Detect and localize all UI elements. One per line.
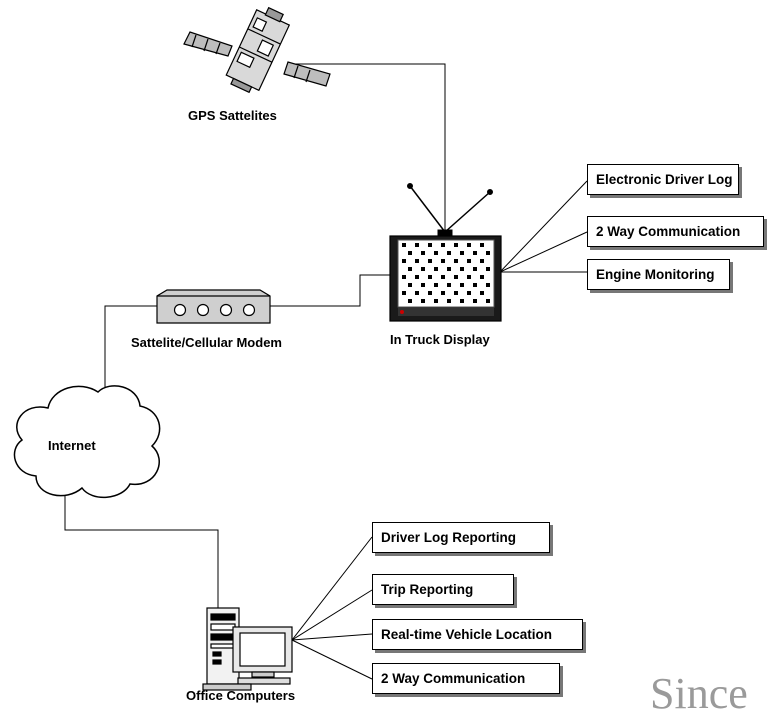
tv-screen-dot	[467, 243, 471, 247]
tv-screen-dot	[480, 291, 484, 295]
tv-screen-dot	[486, 283, 490, 287]
tv-screen-dot	[415, 243, 419, 247]
tv-screen-dot	[454, 259, 458, 263]
cloud-icon	[13, 385, 161, 499]
display-to-modem-line	[270, 274, 390, 307]
feature-box-trip-reporting: Trip Reporting	[372, 574, 514, 605]
office-to-communication-line	[291, 639, 373, 680]
office-computer-icon	[202, 607, 293, 691]
tv-screen-dot	[415, 275, 419, 279]
feature-box-two-way-communication: 2 Way Communication	[587, 216, 764, 247]
office-to-trip-report-line	[291, 589, 373, 641]
connector-lines	[64, 63, 588, 680]
modem-to-internet-line	[104, 305, 157, 388]
tv-screen-dot	[447, 267, 451, 271]
tv-screen-dot	[460, 283, 464, 287]
satellite-icon	[183, 6, 331, 94]
gps-satellites-label: GPS Sattelites	[188, 108, 277, 123]
tv-screen-dot	[480, 275, 484, 279]
tv-screen-dot	[428, 243, 432, 247]
in-truck-display-label: In Truck Display	[390, 332, 490, 347]
display-to-driver-log-line	[499, 180, 588, 273]
tv-screen-dot	[402, 275, 406, 279]
tv-screen-dot	[447, 283, 451, 287]
tv-screen-dot	[402, 259, 406, 263]
feature-box-real-time-vehicle-location: Real-time Vehicle Location	[372, 619, 583, 650]
tv-screen-dot	[473, 267, 477, 271]
internet-to-office-line	[64, 494, 219, 608]
tv-screen-dot	[421, 299, 425, 303]
tv-screen-dot	[434, 251, 438, 255]
tv-screen-dot	[460, 267, 464, 271]
tv-screen-dot	[428, 259, 432, 263]
feature-box-engine-monitoring: Engine Monitoring	[587, 259, 730, 290]
tv-screen-dot	[454, 243, 458, 247]
tv-screen-dot	[473, 251, 477, 255]
internet-label: Internet	[48, 438, 96, 453]
tv-screen-dot	[441, 291, 445, 295]
tv-screen-dot	[480, 243, 484, 247]
tv-screen-dot	[467, 259, 471, 263]
tv-screen-dot	[486, 267, 490, 271]
tv-screen-dot	[428, 291, 432, 295]
tv-screen-dot	[460, 251, 464, 255]
tv-screen-dot	[447, 299, 451, 303]
modem-icon	[156, 289, 271, 324]
tv-screen-dot	[415, 259, 419, 263]
tv-screen-dot	[473, 299, 477, 303]
tv-screen-dot	[454, 291, 458, 295]
tv-screen-dot	[460, 299, 464, 303]
tv-screen-dot	[408, 299, 412, 303]
tv-screen-dot	[402, 243, 406, 247]
tv-screen-dot	[434, 299, 438, 303]
feature-box-driver-log-reporting: Driver Log Reporting	[372, 522, 550, 553]
tv-screen-dot	[421, 251, 425, 255]
tv-screen-dot	[408, 251, 412, 255]
tv-screen-dot	[447, 251, 451, 255]
tv-screen-dot	[434, 267, 438, 271]
tv-screen-dot	[467, 275, 471, 279]
tv-screen-dot	[421, 267, 425, 271]
tv-screen-dot	[480, 259, 484, 263]
tv-screen-dot	[441, 243, 445, 247]
tv-screen-dot	[408, 283, 412, 287]
office-to-vehicle-location-line	[291, 633, 373, 641]
feature-box-office-two-way-communication: 2 Way Communication	[372, 663, 560, 694]
display-to-communication-line	[499, 231, 588, 273]
tv-screen-dot	[454, 275, 458, 279]
gps-to-display-line	[295, 63, 446, 236]
office-computers-label: Office Computers	[186, 688, 296, 703]
tv-screen-dot	[473, 283, 477, 287]
diagram-canvas	[13, 6, 588, 691]
feature-box-electronic-driver-log: Electronic Driver Log	[587, 164, 739, 195]
tv-screen-dot	[486, 299, 490, 303]
tv-screen-dot	[402, 291, 406, 295]
tv-screen-dot	[421, 283, 425, 287]
tv-screen-dot	[441, 259, 445, 263]
tv-screen-dot	[441, 275, 445, 279]
modem-label: Sattelite/Cellular Modem	[131, 335, 282, 350]
office-to-driver-log-report-line	[291, 536, 373, 641]
watermark-text: Since	[650, 669, 748, 718]
tv-screen-dot	[486, 251, 490, 255]
tv-screen-dot	[467, 291, 471, 295]
tv-screen-dot	[408, 267, 412, 271]
tv-screen-dot	[428, 275, 432, 279]
tv-icon	[389, 183, 502, 322]
tv-screen-dot	[415, 291, 419, 295]
tv-screen-dot	[434, 283, 438, 287]
